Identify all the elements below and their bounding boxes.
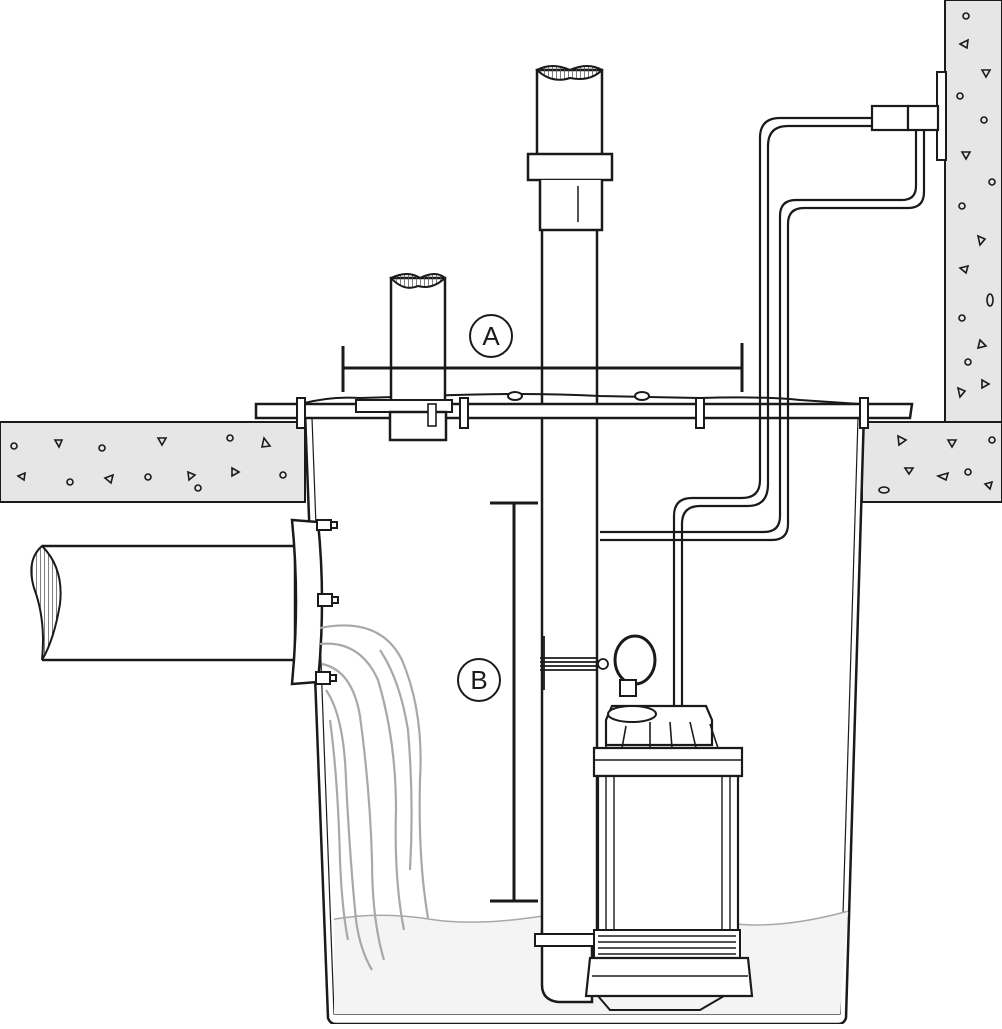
vent-pipe: [355, 273, 453, 442]
wall-vertical: [936, 0, 1002, 423]
inflow-water-stream: [319, 624, 430, 971]
label-a: A: [482, 321, 500, 351]
dimension-b: B: [457, 501, 538, 903]
dimension-a: A: [341, 314, 744, 392]
floor-slab-left: [0, 421, 306, 503]
sump-pump: [584, 634, 754, 1011]
discharge-pipe: [526, 65, 614, 1004]
floor-slab-right: [861, 421, 1002, 503]
power-cord: [600, 104, 940, 710]
label-b: B: [470, 665, 487, 695]
inlet-pipe: [30, 518, 339, 686]
